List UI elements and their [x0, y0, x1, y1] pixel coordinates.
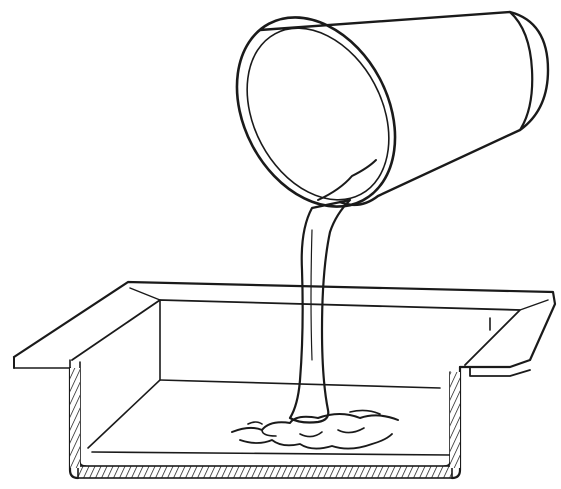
tray-right-wall-hatch: [450, 372, 460, 468]
cup-liquid-edge: [317, 159, 377, 201]
tray-base-hatch: [77, 465, 453, 479]
tray-left-wall-outer: [68, 366, 80, 480]
cup-bottom-edge: [508, 10, 534, 132]
tray-right-rim-lip: [459, 366, 531, 377]
tray-right-wall-outer: [450, 365, 462, 480]
tray-right-wall-inner: [443, 371, 451, 467]
tray-left-wall-hatch: [70, 368, 80, 468]
cup-rim-outer: [235, 16, 397, 208]
cup-body: [258, 10, 550, 207]
cup: [235, 10, 550, 208]
tray: [12, 280, 557, 480]
tray-rim-inner-edge: [129, 287, 549, 311]
tray-left-wall-inner: [79, 361, 87, 467]
tray-opening: [71, 299, 521, 366]
pouring-stream: [288, 198, 352, 424]
cup-rim-inner: [246, 27, 390, 201]
tray-floor-left-edge: [87, 379, 161, 449]
tray-floor-front-edge: [91, 451, 451, 456]
tray-rim-back: [12, 280, 557, 369]
liquid-puddle: [231, 409, 399, 450]
tray-rim-back-inner: [13, 359, 71, 369]
